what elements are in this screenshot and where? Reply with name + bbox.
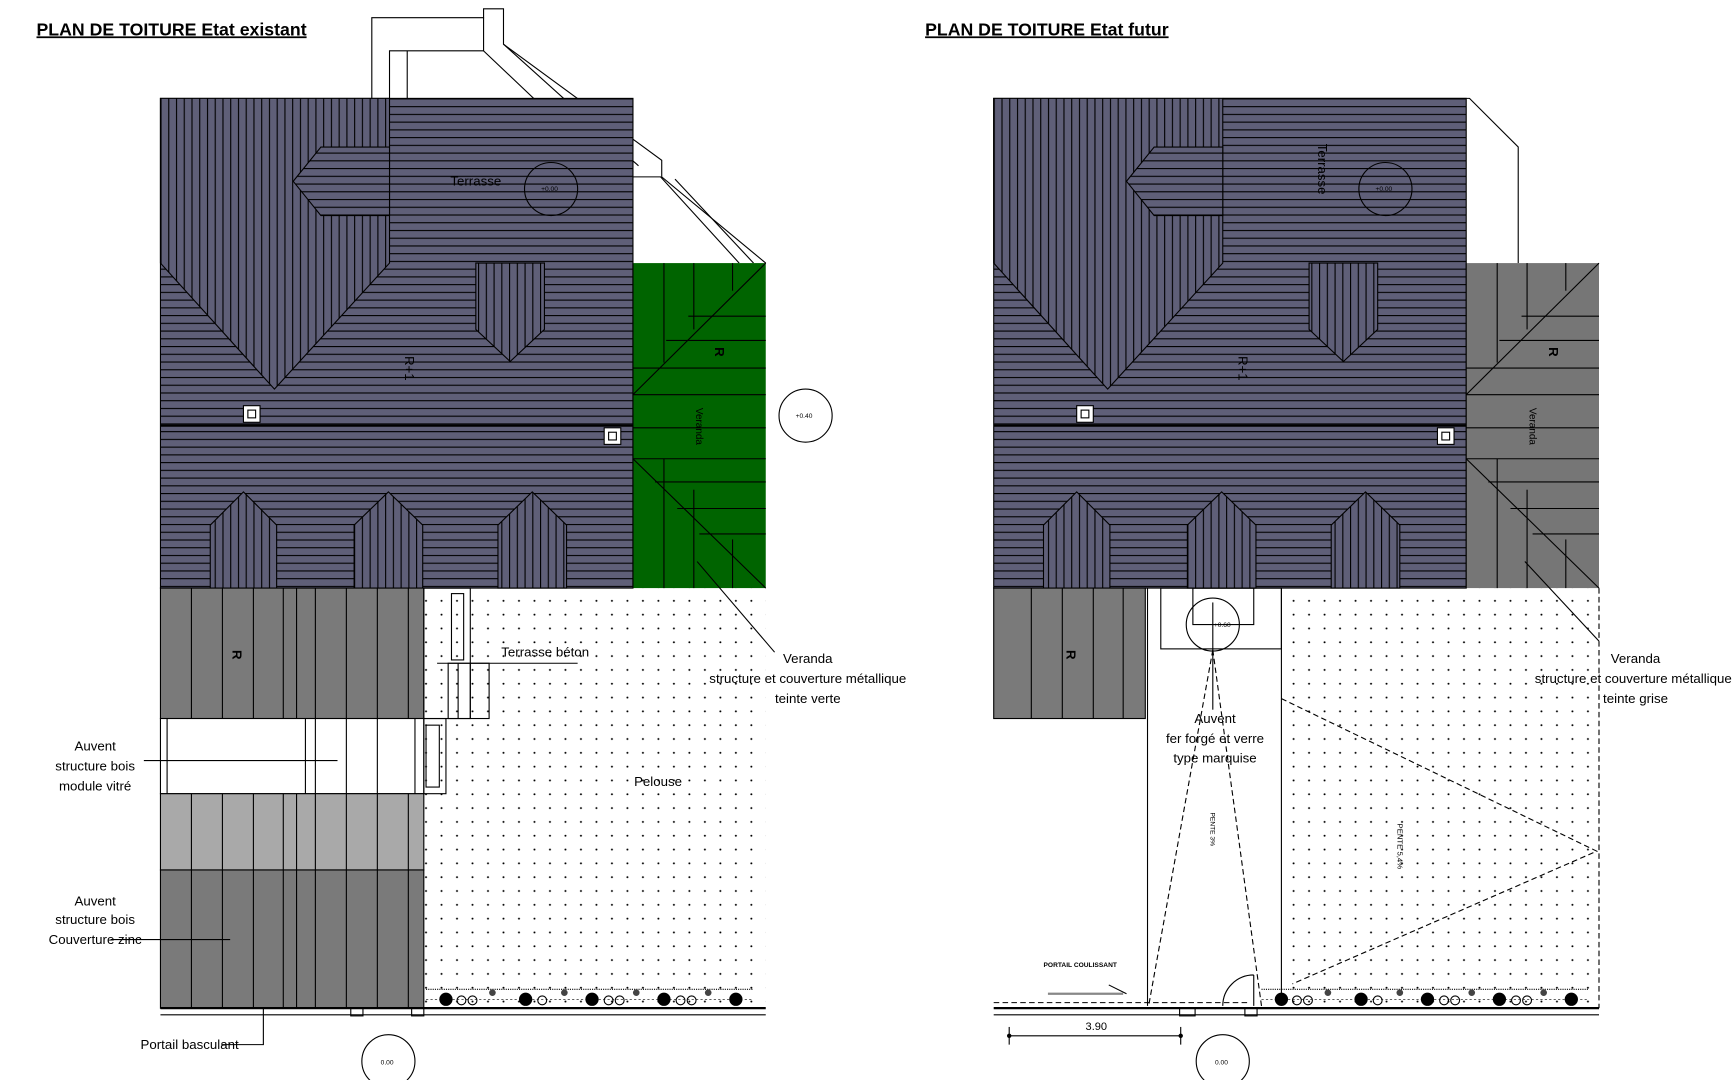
- label-terrasse: Terrasse: [1315, 144, 1330, 195]
- main-roof: [992, 97, 1468, 590]
- svg-text:3.90: 3.90: [1086, 1021, 1108, 1033]
- svg-text:teinte grise: teinte grise: [1603, 691, 1668, 706]
- label-roof-veranda: R: [712, 347, 727, 357]
- gate-door: [1222, 974, 1255, 1006]
- auvent-marquise: [1160, 587, 1282, 650]
- main-roof: [159, 97, 635, 590]
- level-veranda: +0.40: [796, 413, 813, 420]
- label-portail-coulissant: PORTAIL COULISSANT: [1043, 962, 1116, 969]
- plan-existing: PLAN DE TOITURE Etat existant Terrasse +…: [37, 8, 906, 1080]
- svg-text:structure bois: structure bois: [55, 758, 135, 773]
- svg-text:teinte verte: teinte verte: [775, 691, 841, 706]
- label-veranda: Veranda structure et couverture métalliq…: [709, 651, 906, 706]
- svg-text:Auvent: Auvent: [1194, 711, 1236, 726]
- svg-text:module vitré: module vitré: [59, 778, 131, 793]
- label-pente-right: PENTE 5,4%: [1396, 824, 1405, 870]
- svg-text:Auvent: Auvent: [74, 893, 116, 908]
- lawn: [423, 588, 766, 1009]
- label-veranda: Veranda structure et couverture métalliq…: [1535, 651, 1732, 706]
- svg-text:Veranda: Veranda: [783, 651, 833, 666]
- plan-future: PLAN DE TOITURE Etat futur Terrasse +0.0…: [925, 19, 1732, 1080]
- svg-text:type marquise: type marquise: [1173, 751, 1256, 766]
- svg-text:Auvent: Auvent: [74, 739, 116, 754]
- label-roof-main: R+1: [1235, 356, 1250, 381]
- svg-text:structure et couverture métall: structure et couverture métallique: [1535, 671, 1732, 686]
- label-veranda-vertical: Veranda: [693, 408, 704, 445]
- svg-text:Veranda: Veranda: [1611, 651, 1661, 666]
- label-portail-basculant: Portail basculant: [141, 1037, 239, 1052]
- label-terrasse-beton: Terrasse béton: [501, 645, 589, 660]
- level-marker: [1358, 161, 1413, 217]
- level-street: 0.00: [1215, 1060, 1228, 1067]
- label-pente-left: PENTE 3%: [1209, 812, 1216, 846]
- label-terrasse: Terrasse: [450, 174, 501, 189]
- label-auvent-zinc: Auvent structure bois Couverture zinc: [49, 893, 142, 947]
- title-existing: PLAN DE TOITURE Etat existant: [37, 19, 307, 39]
- svg-text:fer forgé et verre: fer forgé et verre: [1166, 731, 1264, 746]
- label-roof-veranda: R: [1546, 347, 1561, 357]
- level-marker: [778, 388, 833, 443]
- level-marker: [523, 161, 579, 217]
- lawn: [1281, 588, 1599, 1009]
- level-terrasse: +0.00: [541, 186, 558, 193]
- label-auvent: Auvent fer forgé et verre type marquise: [1166, 711, 1264, 766]
- level-auvent: +0.60: [1214, 622, 1231, 629]
- title-future: PLAN DE TOITURE Etat futur: [925, 19, 1169, 39]
- label-roof-annex: R: [1064, 650, 1079, 660]
- label-roof-annex: R: [229, 650, 244, 660]
- svg-text:structure bois: structure bois: [55, 912, 135, 927]
- level-terrasse: +0.00: [1375, 186, 1392, 193]
- level-street: 0.00: [381, 1060, 394, 1067]
- dimension-line: 3.90: [1006, 1021, 1183, 1045]
- svg-text:structure et couverture métall: structure et couverture métallique: [709, 671, 906, 686]
- level-marker: [1195, 1034, 1250, 1080]
- label-pelouse: Pelouse: [634, 774, 682, 789]
- label-auvent-vitre: Auvent structure bois module vitré: [55, 739, 135, 794]
- svg-text:Couverture zinc: Couverture zinc: [49, 932, 142, 947]
- label-roof-main: R+1: [402, 356, 417, 381]
- label-veranda-vertical: Veranda: [1526, 408, 1537, 445]
- level-marker: [361, 1034, 416, 1080]
